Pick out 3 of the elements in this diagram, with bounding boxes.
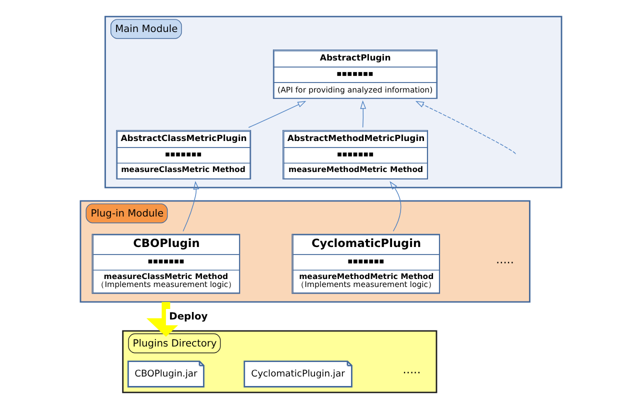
edge-label: Deploy <box>169 311 208 322</box>
label: ····· <box>402 366 421 380</box>
label: ····· <box>496 256 514 270</box>
